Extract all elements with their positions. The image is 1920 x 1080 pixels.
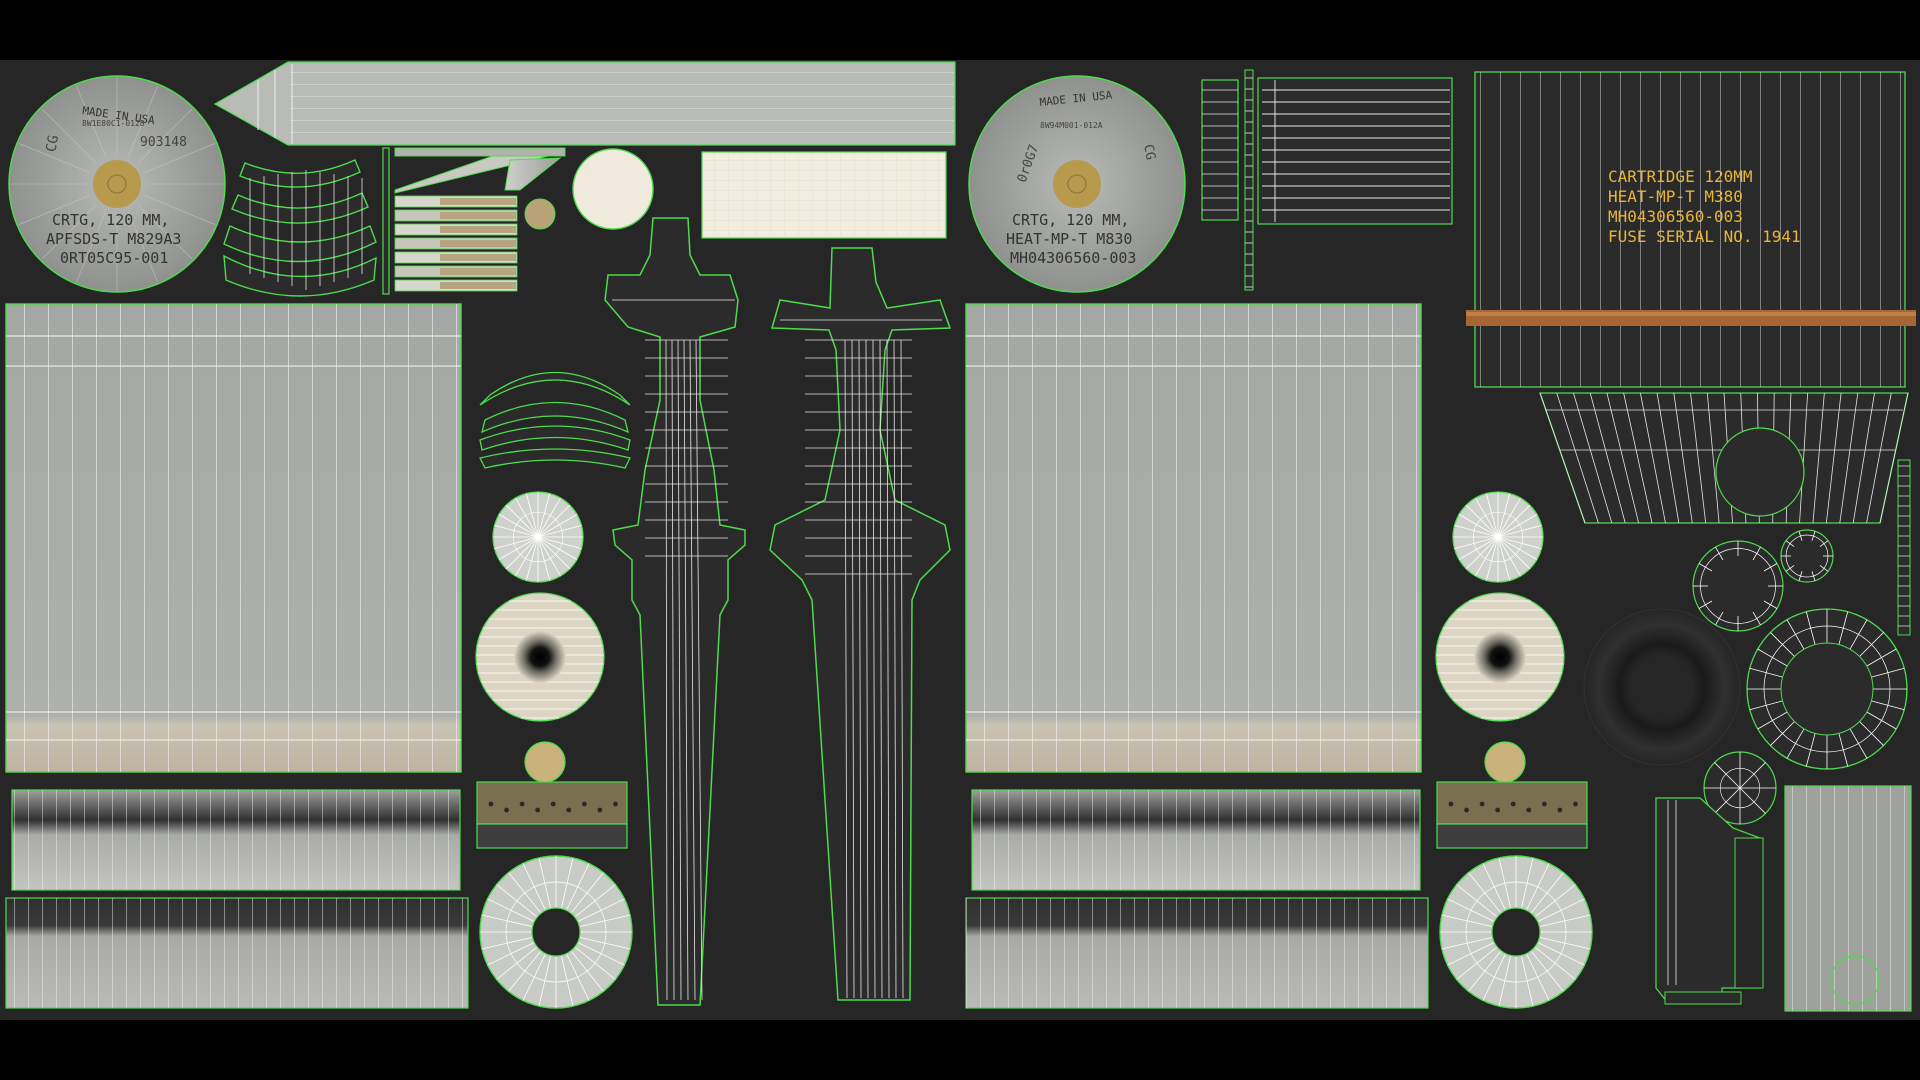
decal-serial: 903148 [140,135,187,150]
torus-right [1439,855,1593,1009]
brass-knob-right [1484,741,1526,783]
poly-ring-4 [1703,751,1777,825]
grey-panel-right [965,303,1422,773]
tube-unwrap [1655,797,1764,1005]
arc-stack-mid-left [479,371,631,469]
decal-right-line-1: CRTG, 120 MM, [1012,211,1129,229]
stem-left [604,217,746,1006]
brass-band-right [1436,781,1588,849]
torus-left [479,855,633,1009]
decal-side-right: CG [1140,143,1158,161]
side-ruler-right [1897,459,1911,636]
grey-tile-bottom-right [1784,785,1912,1012]
decal-small-code: 8W1E80C1-0128 [82,119,145,128]
decal-line-3: 0RT05C95-001 [60,249,168,267]
decal-line-1: CRTG, 120 MM, [52,211,169,229]
cartridge-label-line-3: MH04306560-003 [1608,207,1743,226]
ruler-strip [1201,69,1254,291]
cartridge-label-panel: CARTRIDGE 120MM HEAT-MP-T M380 MH0430656… [1466,71,1916,388]
eye-disc-left [475,592,605,722]
radial-disc-small-right [1452,491,1544,583]
decal-right-line-2: HEAT-MP-T M830 [1006,230,1132,248]
poly-ring-3 [1746,608,1908,770]
decal-line-2: APFSDS-T M829A3 [46,230,181,248]
cream-grid-tile [701,151,947,239]
radial-disc-small-left [492,491,584,583]
poly-ring-1 [1692,540,1784,632]
disc-decal-left: MADE IN USA 8W1E80C1-0128 903148 CG CRTG… [8,75,226,293]
cartridge-label-line-4: FUSE SERIAL NO. 1941 [1608,227,1801,246]
cartridge-label-line-2: HEAT-MP-T M380 [1608,187,1743,206]
fin-cluster [382,147,566,295]
brass-knob-left [524,741,566,783]
wire-bundle-strip [1257,77,1453,225]
strip-right-lower [965,897,1429,1009]
cream-disc [572,148,654,230]
disc-decal-right: MADE IN USA 8W94M001-012A 0r0G7 CG CRTG,… [968,75,1186,293]
decal-small-code-right: 8W94M001-012A [1040,121,1103,130]
eye-disc-right [1435,592,1565,722]
grey-panel-left [5,303,462,773]
strip-right-upper [971,789,1421,891]
cone-unwrap [1539,392,1909,524]
decal-side-code: CG [43,134,62,153]
decal-right-line-3: MH04306560-003 [1010,249,1136,267]
brass-band-left [476,781,628,849]
poly-ring-2 [1780,529,1834,583]
strip-left-lower [5,897,469,1009]
dark-ring [1583,608,1741,766]
cartridge-label-line-1: CARTRIDGE 120MM [1608,167,1753,186]
strip-left-upper [11,789,461,891]
nose-strip [213,61,956,146]
